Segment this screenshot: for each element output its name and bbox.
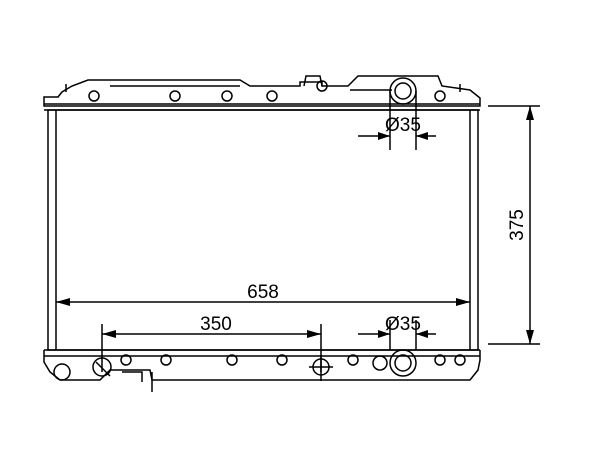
- arrow-right-icon: [378, 132, 390, 140]
- arrow-right-icon: [307, 330, 321, 338]
- offset-dimension-line: [101, 324, 322, 372]
- bolt-icon: [434, 354, 446, 366]
- bottom-pipe-diameter-label: Ø35: [385, 314, 421, 335]
- top-pipe-diameter-label: Ø35: [385, 115, 421, 136]
- offset-label: 350: [200, 314, 232, 335]
- arrow-left-icon: [416, 330, 428, 338]
- bolt-icon: [226, 354, 238, 366]
- top-bolts: [88, 80, 446, 102]
- top-tank: [43, 75, 481, 111]
- bolt-icon: [316, 80, 328, 92]
- bolt-icon: [88, 90, 100, 102]
- arrow-right-icon: [378, 330, 390, 338]
- bottom-pipe: [372, 349, 417, 377]
- bolt-icon: [347, 354, 359, 366]
- top-pipe-dimension-line: [358, 91, 436, 150]
- width-label: 658: [247, 282, 279, 303]
- height-label: 375: [507, 209, 528, 241]
- arrowheads: [56, 106, 534, 344]
- bolt-icon: [120, 354, 132, 366]
- bolt-icon: [221, 90, 233, 102]
- arrow-left-icon: [102, 330, 116, 338]
- bolt-icon: [169, 90, 181, 102]
- bolt-icon: [266, 90, 278, 102]
- arrow-left-icon: [56, 298, 70, 306]
- bolt-icon: [454, 354, 466, 366]
- bolt-icon: [160, 354, 172, 366]
- arrow-right-icon: [456, 298, 470, 306]
- arrow-left-icon: [416, 132, 428, 140]
- bolt-icon: [434, 90, 446, 102]
- bottom-bolts: [120, 354, 466, 366]
- arrow-up-icon: [526, 106, 534, 120]
- top-pipe: [389, 77, 417, 105]
- bolt-icon: [276, 354, 288, 366]
- arrow-down-icon: [526, 330, 534, 344]
- height-dimension-line: [488, 105, 540, 345]
